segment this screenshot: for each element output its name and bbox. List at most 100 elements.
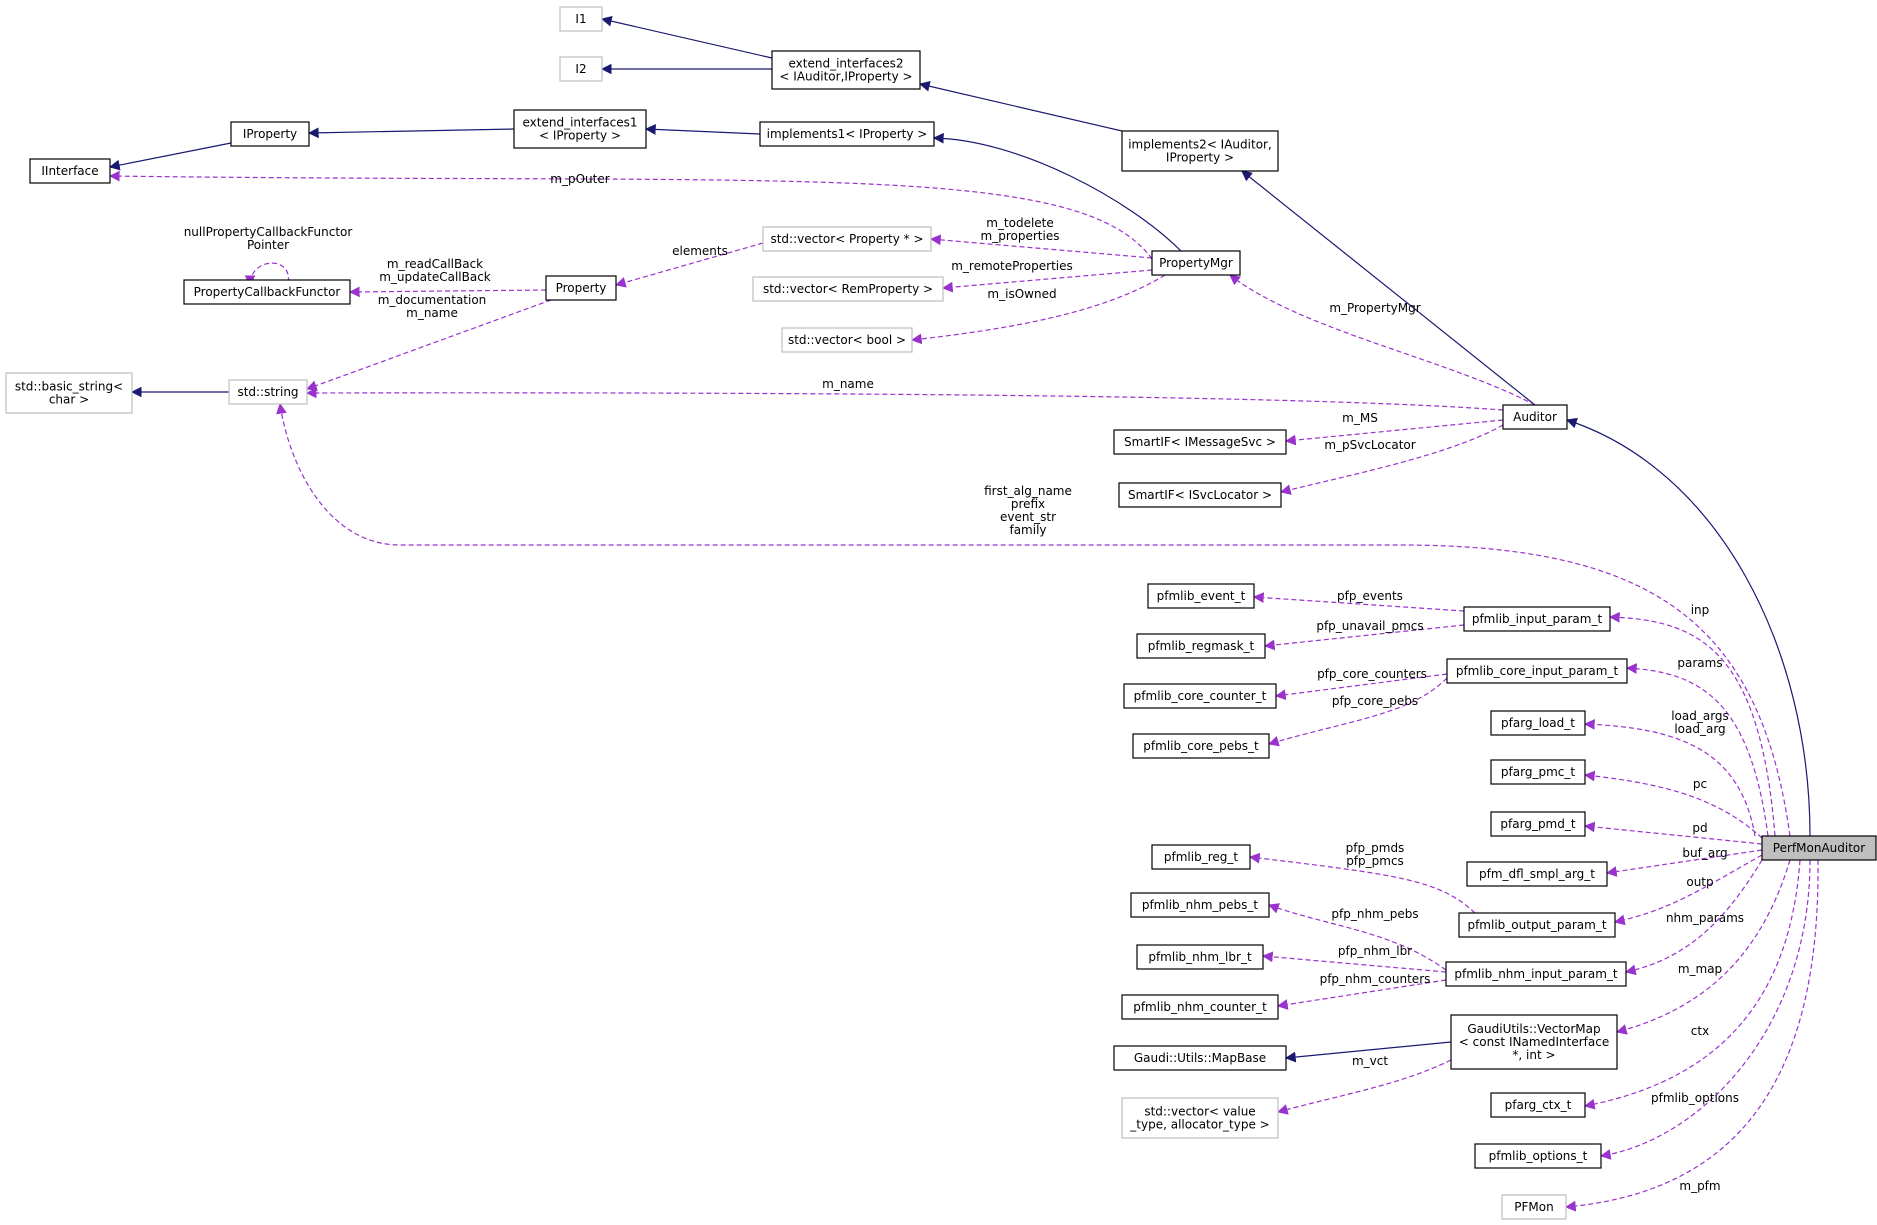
class-node-box xyxy=(1113,1045,1287,1071)
class-node-label: pfarg_pmc_t xyxy=(1501,765,1575,779)
class-node-box xyxy=(1132,733,1270,759)
class-node-label: pfmlib_nhm_pebs_t xyxy=(1142,898,1259,912)
edge-label-nhm-params: nhm_params xyxy=(1666,911,1744,925)
inheritance-edge-7 xyxy=(1241,170,1536,406)
class-node-pfarg-load-t[interactable]: pfarg_load_t xyxy=(1490,710,1586,736)
class-node-property-callback-functor[interactable]: PropertyCallbackFunctor xyxy=(183,279,351,305)
class-node-label: PropertyCallbackFunctor xyxy=(194,285,341,299)
class-node-box xyxy=(545,275,617,301)
class-node-pfmlib-nhm-counter-t[interactable]: pfmlib_nhm_counter_t xyxy=(1121,994,1279,1020)
class-node-vector-bool[interactable]: std::vector< bool > xyxy=(781,327,913,353)
class-node-extend-interfaces2[interactable]: extend_interfaces2< IAuditor,IProperty > xyxy=(771,50,921,90)
usage-edge-16 xyxy=(941,269,1153,293)
class-node-pfmlib-core-pebs-t[interactable]: pfmlib_core_pebs_t xyxy=(1132,733,1270,759)
edge-label-m-pOuter: m_pOuter xyxy=(550,172,609,186)
class-node-vector-value-type[interactable]: std::vector< value_type, allocator_type … xyxy=(1121,1097,1279,1139)
usage-edge-41 xyxy=(1276,1059,1452,1115)
class-node-label: < const INamedInterface xyxy=(1459,1035,1609,1049)
class-node-box xyxy=(513,109,647,149)
class-node-label: SmartIF< ISvcLocator > xyxy=(1128,488,1272,502)
class-node-smartif-svclocator[interactable]: SmartIF< ISvcLocator > xyxy=(1118,482,1282,508)
inheritance-edge-6 xyxy=(108,142,232,171)
class-node-property-mgr[interactable]: PropertyMgr xyxy=(1151,250,1241,276)
class-node-i2[interactable]: I2 xyxy=(559,56,603,82)
class-node-box xyxy=(1121,1097,1279,1139)
inheritance-edge-5 xyxy=(932,132,1182,252)
class-node-label: pfmlib_core_input_param_t xyxy=(1456,664,1619,678)
class-node-pfarg-pmd-t[interactable]: pfarg_pmd_t xyxy=(1490,811,1586,837)
class-node-label: IProperty xyxy=(243,127,297,141)
usage-edge-11 xyxy=(108,170,1153,260)
class-node-pfmlib-options-t[interactable]: pfmlib_options_t xyxy=(1474,1143,1602,1169)
class-node-pfmon[interactable]: PFMon xyxy=(1501,1194,1567,1220)
class-node-label: PFMon xyxy=(1514,1200,1553,1214)
class-node-pfmlib-core-counter-t[interactable]: pfmlib_core_counter_t xyxy=(1123,683,1277,709)
class-node-pfmlib-regmask-t[interactable]: pfmlib_regmask_t xyxy=(1136,633,1266,659)
class-node-box xyxy=(762,226,932,252)
class-node-label: pfmlib_nhm_counter_t xyxy=(1133,1000,1267,1014)
edge-label-m-vct: m_vct xyxy=(1352,1054,1388,1068)
edge-label-core-pebs: pfp_core_pebs xyxy=(1332,694,1418,708)
class-node-i1[interactable]: I1 xyxy=(559,6,603,32)
usage-edge-20 xyxy=(305,387,1504,411)
class-node-label: GaudiUtils::VectorMap xyxy=(1467,1022,1600,1036)
class-node-box xyxy=(1474,1143,1602,1169)
inheritance-edge-2 xyxy=(918,80,1123,132)
class-node-pfmlib-reg-t[interactable]: pfmlib_reg_t xyxy=(1151,844,1251,870)
class-node-pfmlib-input-param-t[interactable]: pfmlib_input_param_t xyxy=(1463,606,1611,632)
class-node-std-string[interactable]: std::string xyxy=(228,379,308,405)
class-node-pfmlib-nhm-pebs-t[interactable]: pfmlib_nhm_pebs_t xyxy=(1130,892,1270,918)
class-node-iinterface[interactable]: IInterface xyxy=(29,158,111,184)
inheritance-edge-0 xyxy=(600,15,773,59)
class-node-box xyxy=(228,379,308,405)
class-node-pfmlib-nhm-lbr-t[interactable]: pfmlib_nhm_lbr_t xyxy=(1136,944,1264,970)
class-node-pfmlib-output-param-t[interactable]: pfmlib_output_param_t xyxy=(1458,912,1616,938)
class-node-pfmlib-nhm-input-param-t[interactable]: pfmlib_nhm_input_param_t xyxy=(1445,961,1627,987)
class-node-pfm-dfl-smpl-arg-t[interactable]: pfm_dfl_smpl_arg_t xyxy=(1466,861,1608,887)
edge-label-svc-locator: m_pSvcLocator xyxy=(1324,438,1415,452)
class-node-box xyxy=(1458,912,1616,938)
class-node-label: std::vector< bool > xyxy=(788,333,906,347)
class-node-perf-mon-auditor[interactable]: PerfMonAuditor xyxy=(1761,835,1877,861)
class-node-box xyxy=(1113,429,1287,455)
class-node-box xyxy=(1490,811,1586,837)
edge-label-m-map: m_map xyxy=(1678,962,1722,976)
class-node-vector-property-ptr[interactable]: std::vector< Property * > xyxy=(762,226,932,252)
class-node-box xyxy=(183,279,351,305)
edge-label-core-counters: pfp_core_counters xyxy=(1317,667,1427,681)
class-node-box xyxy=(1151,250,1241,276)
class-node-box xyxy=(1151,844,1251,870)
class-node-label: < IProperty > xyxy=(539,129,621,143)
class-node-pfmlib-core-input-param-t[interactable]: pfmlib_core_input_param_t xyxy=(1446,658,1628,684)
class-node-pfarg-ctx-t[interactable]: pfarg_ctx_t xyxy=(1490,1092,1586,1118)
inheritance-edge-8 xyxy=(1565,417,1811,837)
class-node-gaudi-utils-mapbase[interactable]: Gaudi::Utils::MapBase xyxy=(1113,1045,1287,1071)
class-node-vector-map[interactable]: GaudiUtils::VectorMap< const INamedInter… xyxy=(1450,1014,1618,1070)
class-node-auditor[interactable]: Auditor xyxy=(1502,404,1568,430)
class-node-label: std::vector< Property * > xyxy=(770,232,923,246)
class-node-label: I1 xyxy=(575,12,586,26)
class-node-label: std::vector< RemProperty > xyxy=(763,282,933,296)
class-node-label: < IAuditor,IProperty > xyxy=(779,70,912,84)
class-node-label: extend_interfaces1 xyxy=(523,116,638,130)
usage-edge-39 xyxy=(1276,979,1447,1010)
class-node-implements1[interactable]: implements1< IProperty > xyxy=(759,121,935,147)
class-node-basic-string[interactable]: std::basic_string<char > xyxy=(5,372,133,414)
class-node-vector-remproperty[interactable]: std::vector< RemProperty > xyxy=(752,276,944,302)
class-node-label: PerfMonAuditor xyxy=(1773,841,1865,855)
usage-edge-38 xyxy=(1261,951,1447,973)
class-node-iproperty[interactable]: IProperty xyxy=(230,121,310,147)
class-node-box xyxy=(1502,404,1568,430)
edge-label-ctx: ctx xyxy=(1691,1024,1709,1038)
class-node-smartif-messagesvc[interactable]: SmartIF< IMessageSvc > xyxy=(1113,429,1287,455)
usage-edge-19 xyxy=(1229,274,1536,406)
class-node-box xyxy=(1147,583,1255,609)
class-node-extend-interfaces1[interactable]: extend_interfaces1< IProperty > xyxy=(513,109,647,149)
class-node-pfarg-pmc-t[interactable]: pfarg_pmc_t xyxy=(1490,759,1586,785)
class-node-property[interactable]: Property xyxy=(545,275,617,301)
class-node-pfmlib-event-t[interactable]: pfmlib_event_t xyxy=(1147,583,1255,609)
class-node-label: pfmlib_core_counter_t xyxy=(1134,689,1267,703)
class-node-implements2[interactable]: implements2< IAuditor,IProperty > xyxy=(1121,130,1279,172)
